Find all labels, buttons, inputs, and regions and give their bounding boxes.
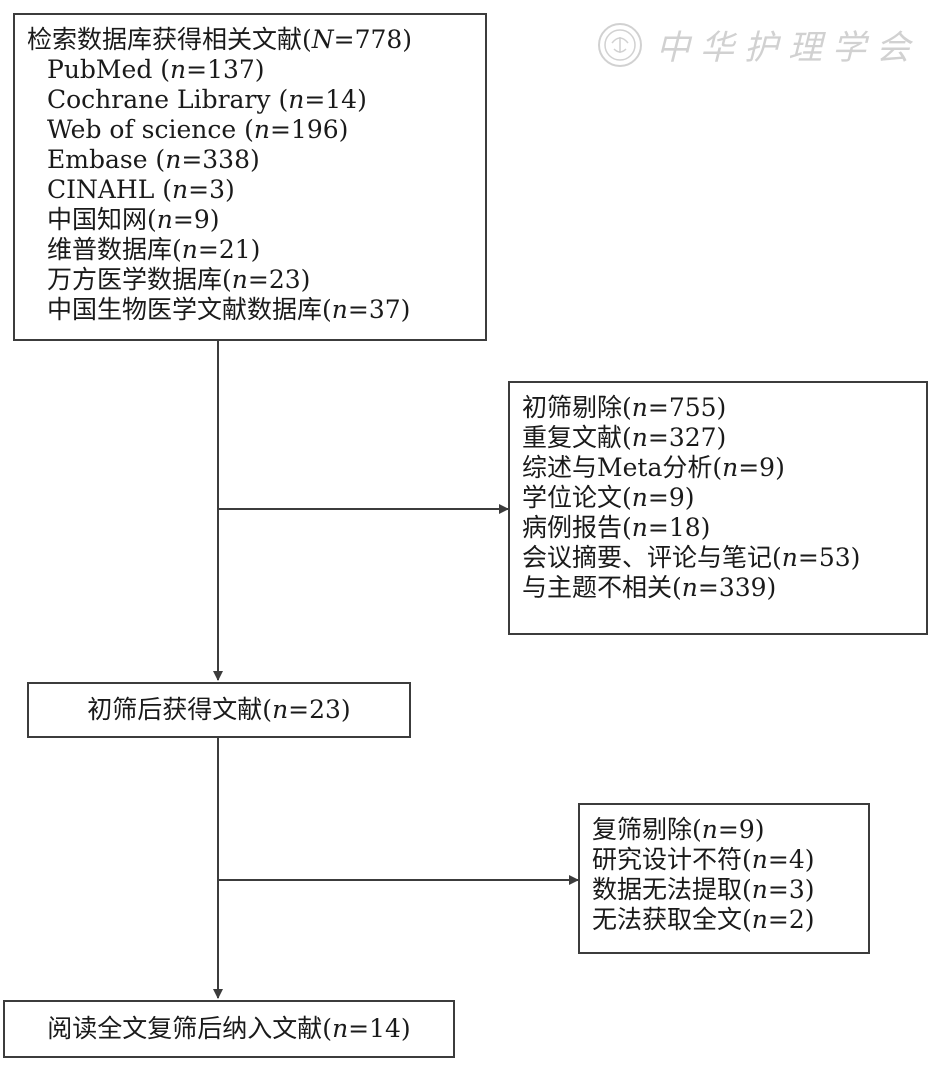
title-suffix: =778) <box>333 25 413 54</box>
list-item: 重复文献(n=327) <box>522 423 727 452</box>
list-item: CINAHL (n=3) <box>47 175 235 204</box>
box-rescreen-exclusion: 复筛剔除(n=9) 研究设计不符(n=4) 数据无法提取(n=3) 无法获取全文… <box>578 803 870 954</box>
title-prefix: 检索数据库获得相关文献( <box>27 25 312 54</box>
list-item: 综述与Meta分析(n=9) <box>522 453 785 482</box>
list-item: PubMed (n=137) <box>47 55 265 84</box>
list-item: Embase (n=338) <box>47 145 260 174</box>
list-item: 与主题不相关(n=339) <box>522 573 777 602</box>
list-item: 万方医学数据库(n=23) <box>47 265 311 294</box>
list-item: 初筛剔除(n=755) <box>522 393 727 422</box>
watermark: 中华护理学会 <box>596 20 920 69</box>
list-item: 中国知网(n=9) <box>47 205 220 234</box>
box-after-initial-screening: 初筛后获得文献(n=23) <box>27 682 411 738</box>
watermark-text: 中华护理学会 <box>656 28 920 68</box>
title-variable: N <box>311 25 334 54</box>
box-label: 初筛后获得文献(n=23) <box>87 695 351 724</box>
list-item: Web of science (n=196) <box>47 115 349 144</box>
list-item: 学位论文(n=9) <box>522 483 695 512</box>
list-item: 维普数据库(n=21) <box>47 235 261 264</box>
list-item: 研究设计不符(n=4) <box>592 845 815 874</box>
list-item: 会议摘要、评论与笔记(n=53) <box>522 543 861 572</box>
box-database-search: 检索数据库获得相关文献(N=778) PubMed (n=137) Cochra… <box>13 13 487 341</box>
list-item: 中国生物医学文献数据库(n=37) <box>47 295 411 324</box>
list-item: 无法获取全文(n=2) <box>592 905 815 934</box>
list-item: 复筛剔除(n=9) <box>592 815 765 844</box>
list-item: Cochrane Library (n=14) <box>47 85 367 114</box>
list-item: 数据无法提取(n=3) <box>592 875 815 904</box>
box-title: 检索数据库获得相关文献(N=778) <box>27 25 485 55</box>
box-included-studies: 阅读全文复筛后纳入文献(n=14) <box>3 1000 455 1058</box>
box-label: 阅读全文复筛后纳入文献(n=14) <box>47 1014 411 1043</box>
box-initial-exclusion: 初筛剔除(n=755) 重复文献(n=327) 综述与Meta分析(n=9) 学… <box>508 381 928 635</box>
list-item: 病例报告(n=18) <box>522 513 711 542</box>
seal-icon <box>598 22 642 67</box>
